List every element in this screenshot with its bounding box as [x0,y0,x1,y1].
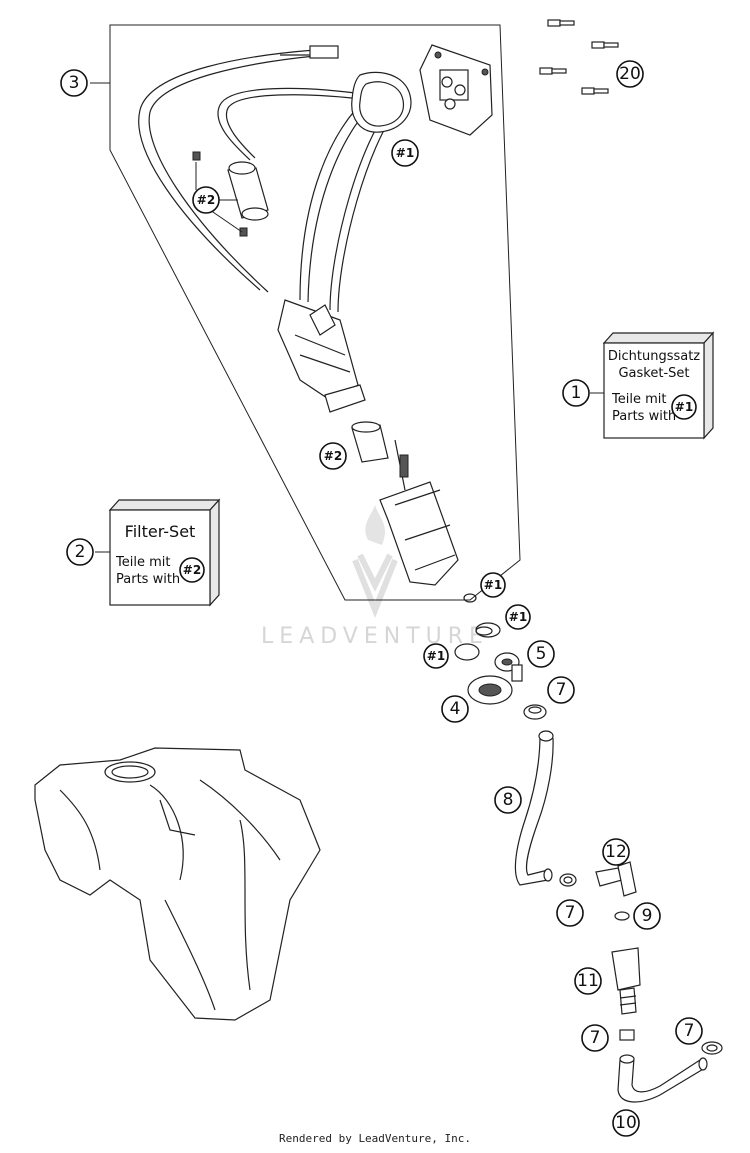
clamp-lower-right [701,1041,723,1055]
callout-20[interactable]: 20 [616,60,644,88]
callout-ref2-filterbox[interactable]: #2 [179,557,205,583]
pump-flange-gasket [351,71,412,133]
callout-12[interactable]: 12 [602,838,630,866]
callout-5-label: 5 [536,644,547,664]
elbow-connector-item12 [595,861,637,897]
callout-20-label: 20 [619,64,641,84]
callout-7-label: 7 [684,1021,695,1041]
callout-11[interactable]: 11 [574,967,602,995]
callout-9-label: 9 [642,906,653,926]
ref2-label: #2 [183,563,201,577]
watermark-text: LEADVENTURE [261,624,489,649]
callout-10-label: 10 [615,1113,637,1133]
fuel-pump-body [379,439,459,586]
clamp-lower-left [619,1029,635,1041]
o-ring-item9 [614,911,630,921]
callout-ref1-flange[interactable]: #1 [391,139,419,167]
footer-credit: Rendered by LeadVenture, Inc. [279,1132,471,1145]
callout-10[interactable]: 10 [612,1109,640,1137]
gasket-set-line4: Parts with [612,409,676,424]
hose-item10 [617,1054,708,1103]
callout-7-label: 7 [590,1028,601,1048]
callout-2[interactable]: 2 [66,538,94,566]
ref1-label: #1 [427,649,445,663]
callout-3-label: 3 [69,73,80,93]
callout-ref1-gasketbox[interactable]: #1 [671,394,697,420]
filter-set-title: Filter-Set [125,522,196,541]
callout-7-lower-left[interactable]: 7 [581,1024,609,1052]
callout-4[interactable]: 4 [441,695,469,723]
fuel-tank [34,747,321,1021]
callout-8-label: 8 [503,790,514,810]
ref1-label: #1 [675,400,693,414]
fuel-pump-regulator [277,299,366,413]
leader-lines [90,82,604,553]
callout-1-label: 1 [571,383,582,403]
ref2-label: #2 [324,449,342,463]
gasket-set-line1: Dichtungssatz [608,349,700,364]
gasket-set-box: Dichtungssatz Gasket-Set Teile mit Parts… [602,331,715,440]
callout-7-label: 7 [556,680,567,700]
ref2-label: #2 [197,193,215,207]
nipple-item5 [494,652,523,682]
callout-7-middle[interactable]: 7 [556,899,584,927]
clamp-middle [559,873,577,887]
callout-ref1-oring-c[interactable]: #1 [423,643,449,669]
filter-set-box: Filter-Set Teile mit Parts with [108,498,221,607]
watermark: LEADVENTURE [261,505,489,649]
callout-7-label: 7 [565,903,576,923]
ref1-label: #1 [509,610,527,624]
callout-5[interactable]: 5 [527,640,555,668]
o-rings [454,593,501,661]
callout-11-label: 11 [577,971,599,991]
callout-ref2-sleeve[interactable]: #2 [319,442,347,470]
screws [539,19,619,95]
callout-3[interactable]: 3 [60,69,88,97]
hose-item8 [514,730,554,886]
filter-set-line2: Parts with [116,572,180,587]
inline-filter [192,151,269,237]
ref1-label: #1 [484,578,502,592]
clamp-upper [523,704,547,720]
callout-9[interactable]: 9 [633,902,661,930]
callout-12-label: 12 [605,842,627,862]
gasket-set-line2: Gasket-Set [618,366,689,381]
callout-1[interactable]: 1 [562,379,590,407]
seal-ring-item4 [467,675,513,705]
callout-ref1-oring-a[interactable]: #1 [480,572,506,598]
fuel-pump-assembly-outline [109,24,521,601]
callout-2-label: 2 [75,542,86,562]
strainer-sleeve [351,421,389,463]
callout-7-upper[interactable]: 7 [547,676,575,704]
filter-set-line1: Teile mit [115,555,170,570]
pump-top-plate [419,44,493,136]
quick-connector-item11 [611,947,641,1015]
callout-ref2-filter[interactable]: #2 [192,186,220,214]
callout-8[interactable]: 8 [494,786,522,814]
callout-7-lower-right[interactable]: 7 [675,1017,703,1045]
callout-4-label: 4 [450,699,461,719]
callout-ref1-oring-b[interactable]: #1 [505,604,531,630]
ref1-label: #1 [396,146,414,160]
gasket-set-line3: Teile mit [611,392,666,407]
